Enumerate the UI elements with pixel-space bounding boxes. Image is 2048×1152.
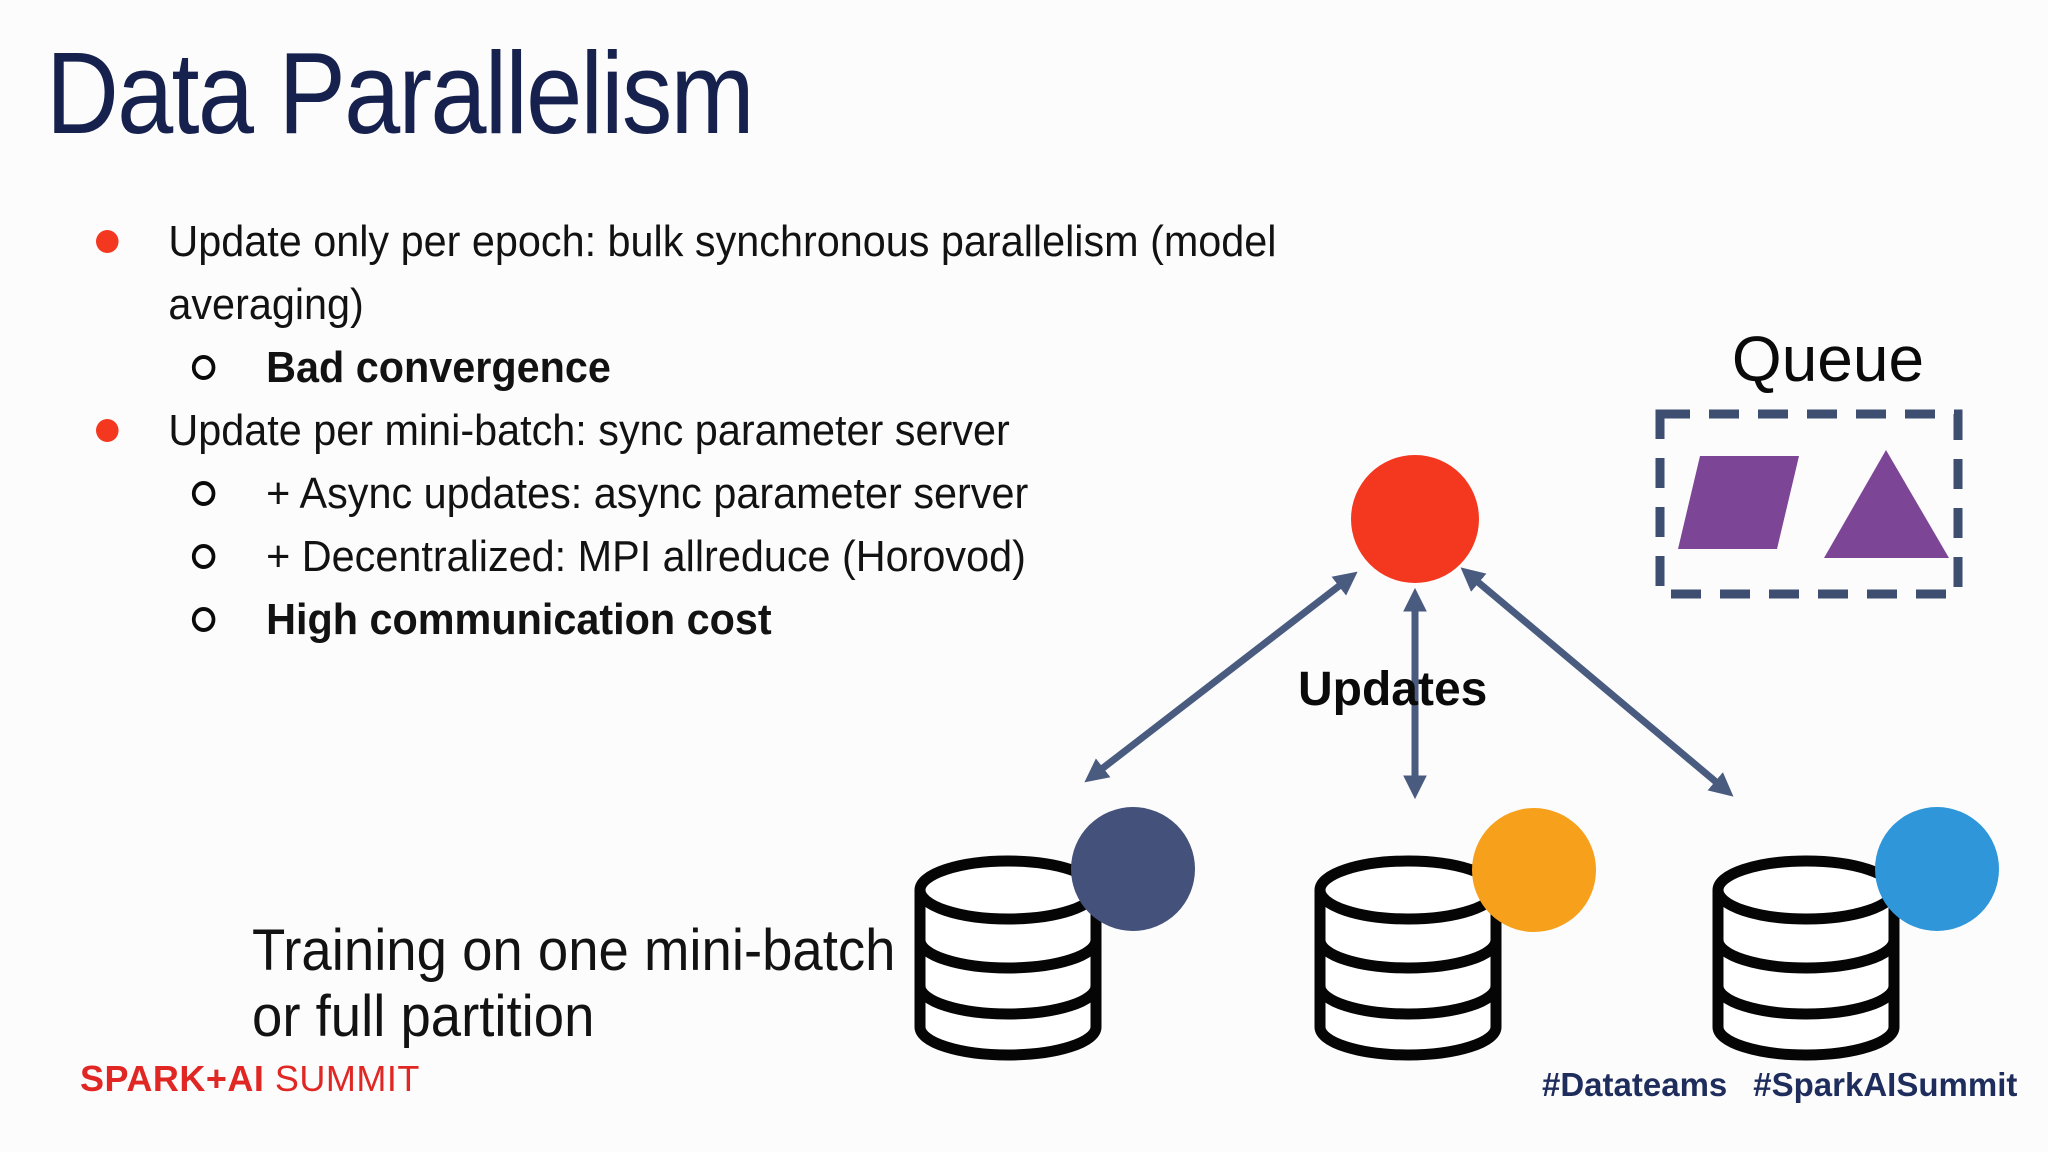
bullet-dot-icon bbox=[96, 230, 119, 253]
queue-task-triangle bbox=[1824, 450, 1949, 558]
parameter-server-circle bbox=[1351, 455, 1479, 583]
training-note: Training on one mini-batch or full parti… bbox=[252, 918, 895, 1050]
database-icon bbox=[1314, 855, 1502, 1061]
bullet-text: Update per mini-batch: sync parameter se… bbox=[168, 406, 1010, 455]
hollow-bullet-icon bbox=[191, 544, 216, 569]
training-note-line2: or full partition bbox=[252, 984, 595, 1049]
list-item: Update only per epoch: bulk synchronous … bbox=[96, 210, 1280, 336]
queue-label: Queue bbox=[1731, 323, 1925, 395]
hollow-bullet-icon bbox=[191, 355, 216, 380]
bullet-text: Update only per epoch: bulk synchronous … bbox=[168, 217, 1277, 329]
list-item: + Async updates: async parameter server bbox=[191, 462, 1281, 525]
queue-dashed-border bbox=[1655, 409, 1963, 599]
logo-summit: SUMMIT bbox=[274, 1058, 420, 1099]
worker-circle-blue bbox=[1875, 807, 1999, 931]
page-title: Data Parallelism bbox=[46, 28, 755, 158]
database-icon bbox=[914, 855, 1102, 1061]
updates-label: Updates bbox=[1298, 663, 1488, 716]
database-icon bbox=[1712, 855, 1900, 1061]
list-item: + Decentralized: MPI allreduce (Horovod) bbox=[191, 525, 1281, 588]
bullet-text: + Async updates: async parameter server bbox=[266, 469, 1029, 518]
training-note-line1: Training on one mini-batch bbox=[252, 918, 896, 983]
logo-spark-ai: SPARK+AI bbox=[80, 1058, 265, 1099]
hollow-bullet-icon bbox=[191, 607, 216, 632]
list-item: Update per mini-batch: sync parameter se… bbox=[96, 399, 1280, 462]
hashtags: #Datateams #SparkAISummit bbox=[1542, 1066, 2017, 1104]
hashtag-sparkaisummit: #SparkAISummit bbox=[1753, 1066, 2018, 1103]
queue-box bbox=[1655, 409, 1963, 599]
worker-circle-navy bbox=[1071, 807, 1195, 931]
spark-ai-summit-logo: SPARK+AI SUMMIT bbox=[80, 1058, 420, 1100]
arrow-right bbox=[1460, 567, 1734, 797]
list-item: Bad convergence bbox=[191, 336, 1281, 399]
worker-circle-orange bbox=[1472, 808, 1596, 932]
list-item: High communication cost bbox=[191, 588, 1281, 651]
bullet-text: + Decentralized: MPI allreduce (Horovod) bbox=[266, 532, 1026, 581]
hashtag-datateams: #Datateams bbox=[1542, 1066, 1728, 1103]
queue-task-parallelogram bbox=[1678, 456, 1799, 549]
update-arrows bbox=[1084, 567, 1734, 800]
bullet-text: Bad convergence bbox=[266, 343, 611, 392]
bullet-dot-icon bbox=[96, 419, 119, 442]
hollow-bullet-icon bbox=[191, 481, 216, 506]
worker-databases bbox=[914, 855, 1900, 1061]
bullet-text: High communication cost bbox=[266, 595, 772, 644]
bullet-list: Update only per epoch: bulk synchronous … bbox=[96, 210, 1280, 651]
arrow-left bbox=[1084, 571, 1358, 783]
